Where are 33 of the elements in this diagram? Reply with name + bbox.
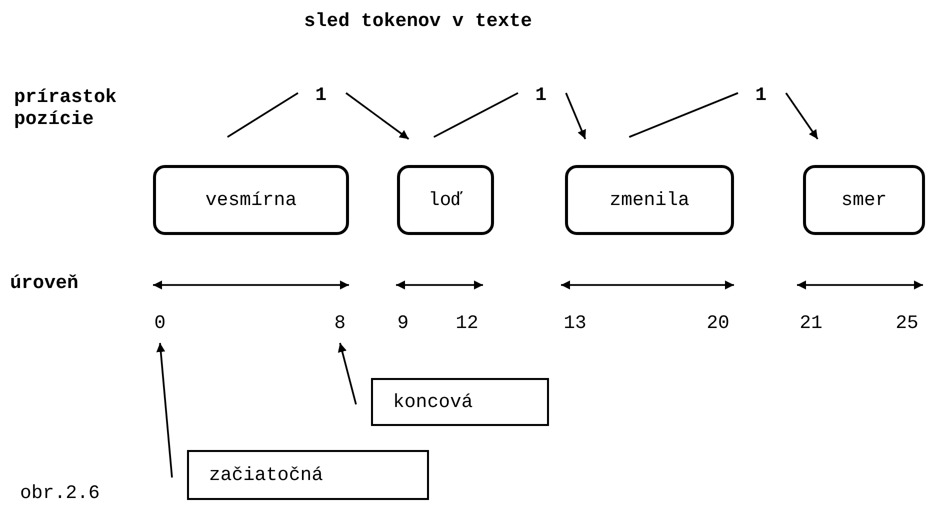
position-number: 12 xyxy=(453,311,481,335)
token-box: loď xyxy=(397,165,494,235)
token-box: smer xyxy=(803,165,925,235)
double-arrow xyxy=(153,280,349,290)
callout-box: koncová xyxy=(371,378,549,426)
position-number: 9 xyxy=(396,311,410,335)
position-number: 0 xyxy=(153,311,167,335)
arrow xyxy=(565,92,586,140)
increment-number: 1 xyxy=(752,83,770,107)
token-box: zmenila xyxy=(565,165,734,235)
position-number: 13 xyxy=(561,311,589,335)
connector-line xyxy=(227,92,298,138)
position-number: 21 xyxy=(797,311,825,335)
leader-line xyxy=(156,342,173,478)
increment-number: 1 xyxy=(312,83,330,107)
connector-line xyxy=(628,92,738,138)
diagram-title: sled tokenov v texte xyxy=(304,10,532,32)
connector-line xyxy=(433,92,518,138)
row-label: prírastok pozície xyxy=(14,86,118,130)
double-arrow xyxy=(561,280,734,290)
position-number: 25 xyxy=(893,311,921,335)
double-arrow xyxy=(797,280,923,290)
arrow xyxy=(345,92,410,140)
token-box: vesmírna xyxy=(153,165,349,235)
row-label: úroveň xyxy=(10,272,78,294)
leader-line xyxy=(338,342,357,405)
arrow xyxy=(785,92,818,140)
double-arrow xyxy=(396,280,483,290)
callout-box: začiatočná xyxy=(187,450,429,500)
increment-number: 1 xyxy=(532,83,550,107)
position-number: 20 xyxy=(704,311,732,335)
position-number: 8 xyxy=(333,311,347,335)
figure-caption: obr.2.6 xyxy=(20,482,100,504)
